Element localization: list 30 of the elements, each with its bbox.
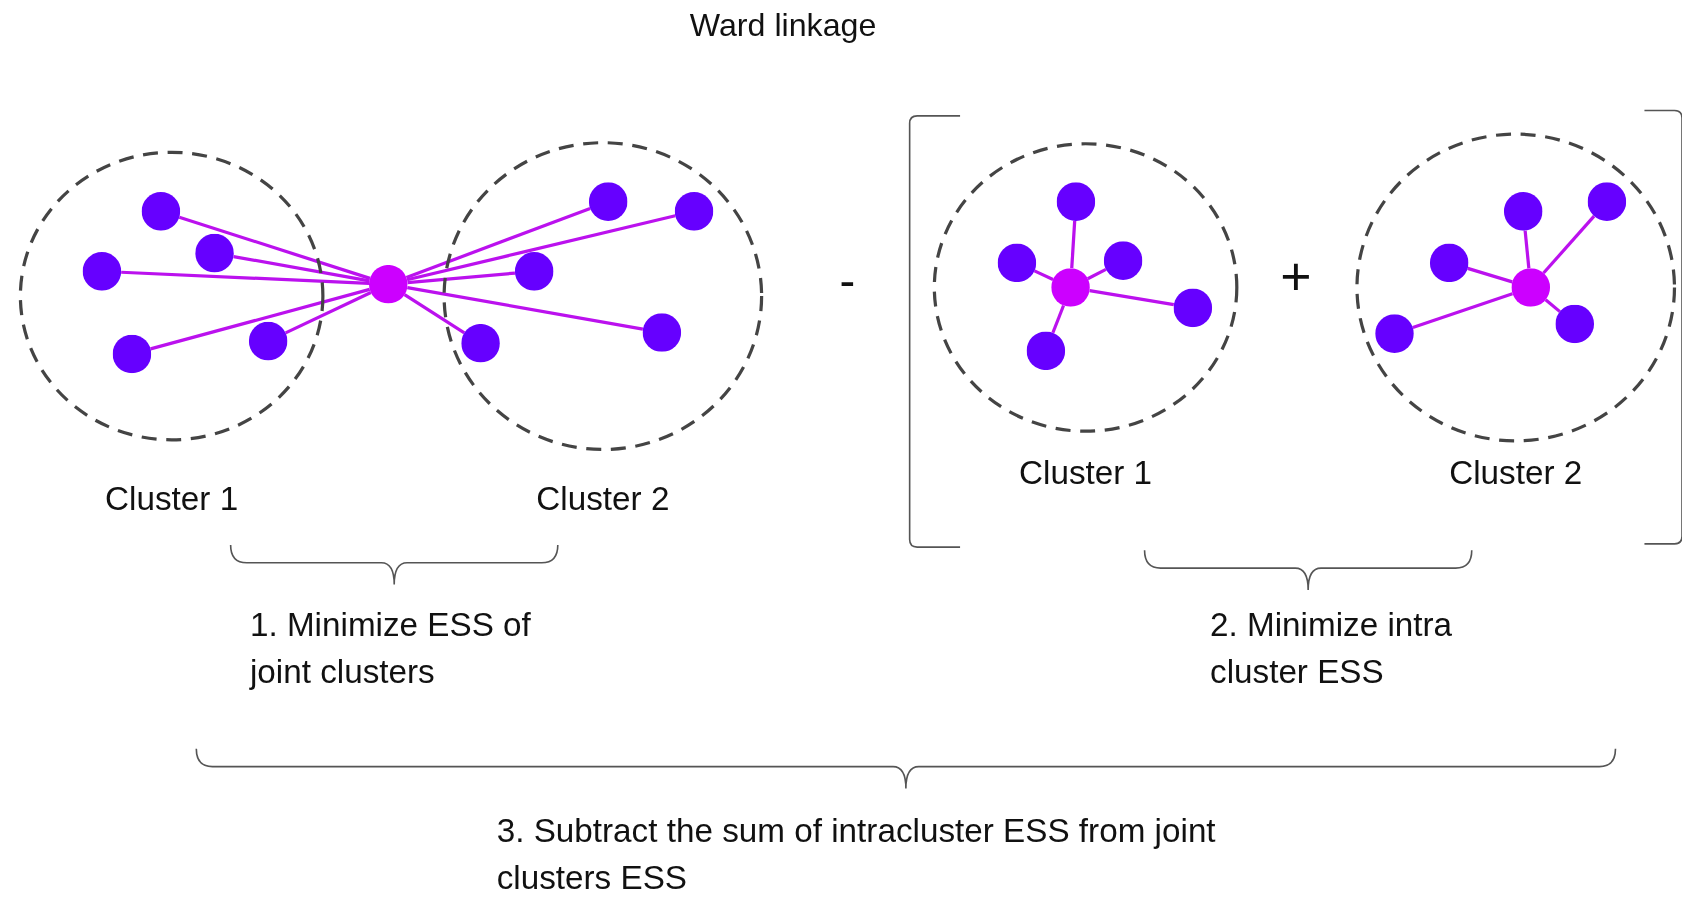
connector-line	[403, 293, 466, 335]
cluster-label: Cluster 1	[1018, 452, 1154, 494]
connector-line	[1051, 304, 1066, 334]
connector-line	[407, 286, 644, 331]
connector-line	[1412, 292, 1513, 329]
connector-line	[406, 214, 676, 282]
operator-sign: -	[838, 257, 857, 305]
connector-line	[284, 291, 372, 335]
diagram-title: Ward linkage	[688, 6, 878, 45]
connector-line	[1544, 298, 1561, 313]
step-note: 2. Minimize intra cluster ESS	[1210, 605, 1454, 693]
cluster-label: Cluster 2	[1448, 452, 1584, 494]
connector-line	[121, 270, 370, 285]
connector-line	[1542, 215, 1596, 275]
connector-line	[1070, 220, 1077, 269]
step-note: 3. Subtract the sum of intracluster ESS from joint clusters ESS	[496, 811, 1217, 897]
connector-line	[405, 206, 591, 279]
connector-line	[178, 215, 371, 280]
connector-line	[1523, 230, 1531, 269]
connector-line	[150, 287, 371, 351]
operator-sign: +	[1279, 253, 1313, 301]
connector-line	[1089, 289, 1175, 307]
connector-line	[407, 271, 516, 285]
connector-line	[1087, 268, 1107, 281]
connector-line	[1033, 269, 1054, 281]
connector-line	[1467, 266, 1513, 284]
connector-line	[233, 254, 370, 283]
step-note: 1. Minimize ESS of joint clusters	[249, 605, 532, 693]
cluster-label: Cluster 2	[535, 478, 671, 520]
cluster-label: Cluster 1	[104, 478, 240, 520]
